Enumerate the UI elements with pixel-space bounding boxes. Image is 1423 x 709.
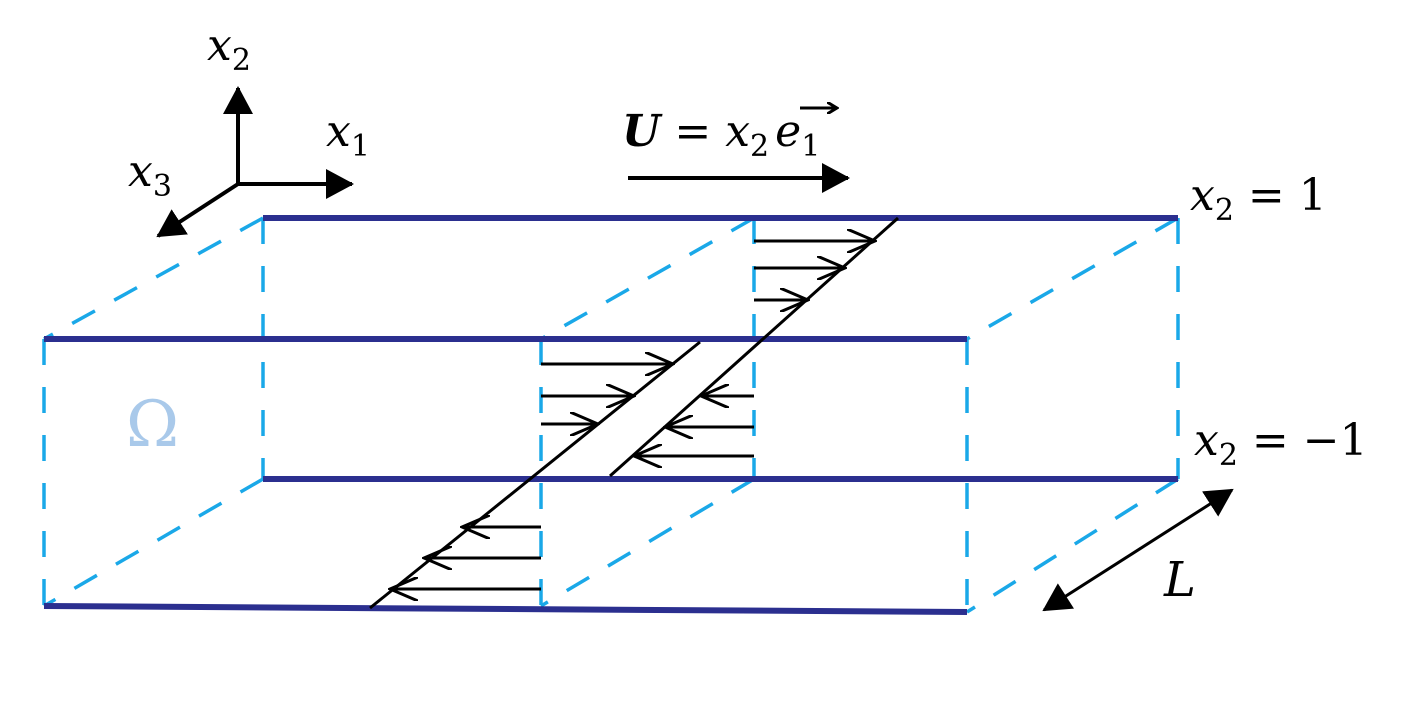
x2-axis-label: x2 bbox=[207, 20, 251, 78]
walls bbox=[43, 215, 1178, 615]
velocity-profile-front bbox=[369, 340, 701, 610]
length-label: L bbox=[1163, 552, 1196, 608]
profile-line-front bbox=[369, 340, 701, 610]
profile-line-back bbox=[608, 216, 900, 478]
domain-label: Ω bbox=[126, 388, 179, 462]
axes-triad: x2 x1 x3 bbox=[128, 20, 370, 238]
x3-axis-arrow bbox=[156, 182, 240, 238]
length-indicator: L bbox=[1042, 488, 1234, 612]
dashed-edges bbox=[42, 216, 1180, 614]
x3-axis-label: x3 bbox=[128, 146, 172, 204]
top-wall-label: x2 = 1 bbox=[1190, 170, 1327, 228]
x1-axis-label: x1 bbox=[326, 106, 370, 164]
bottom-wall-label: x2 = −1 bbox=[1194, 415, 1368, 473]
velocity-profile-back bbox=[608, 216, 900, 478]
length-arrow bbox=[1042, 488, 1234, 612]
velocity-symbol: U bbox=[622, 106, 663, 157]
bottom-wall-front bbox=[43, 603, 968, 615]
